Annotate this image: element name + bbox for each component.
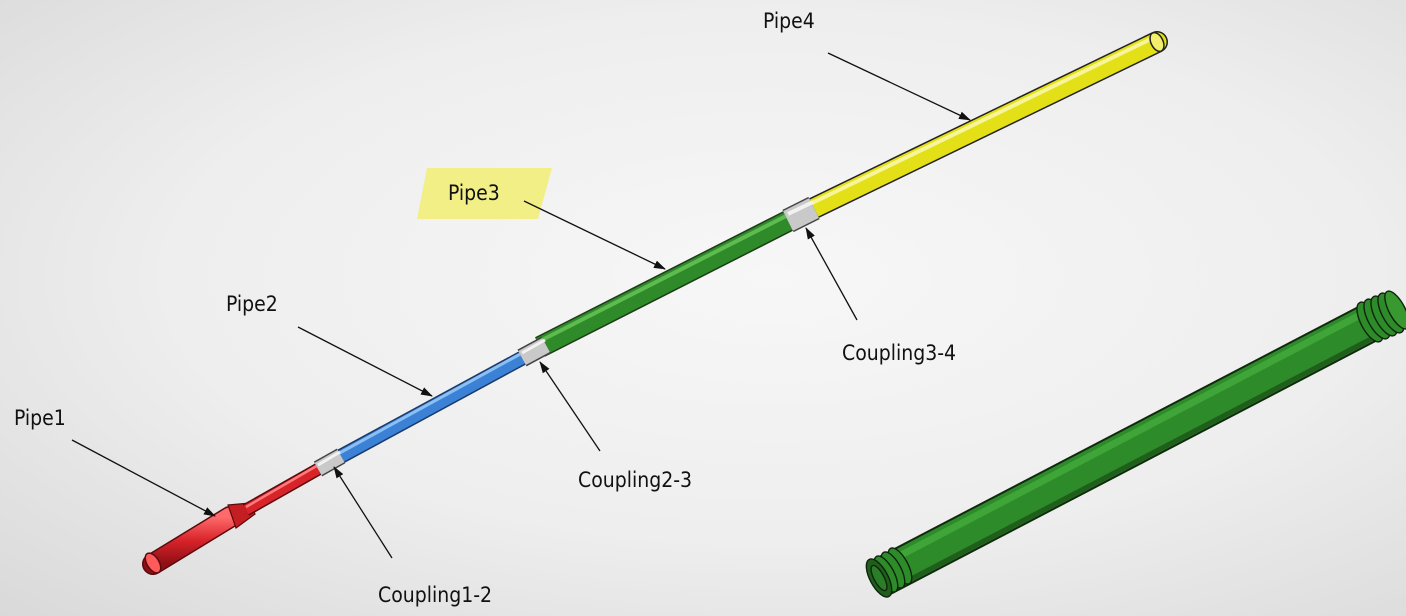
pipe3-label-highlight bbox=[417, 168, 552, 219]
pipe3-body bbox=[535, 208, 799, 357]
detail-pipe bbox=[865, 290, 1406, 598]
pipe1-body bbox=[142, 461, 326, 575]
coupling3-4-body bbox=[782, 196, 820, 233]
pipe1-label: Pipe1 bbox=[14, 406, 66, 430]
detail-pipe-threads-bottom bbox=[865, 547, 913, 598]
coupling1-2-leader bbox=[333, 466, 393, 559]
leader-lines bbox=[71, 52, 971, 559]
coupling3-4-label: Coupling3-4 bbox=[842, 341, 956, 365]
pipe4-label: Pipe4 bbox=[763, 9, 815, 33]
coupling2-3-label: Coupling2-3 bbox=[578, 468, 692, 492]
coupling2-3-body bbox=[517, 336, 551, 367]
coupling2-3-leader bbox=[539, 361, 601, 452]
pipe-string bbox=[142, 31, 1168, 575]
pipe1-leader bbox=[71, 439, 216, 517]
coupling1-2-label: Coupling1-2 bbox=[378, 583, 492, 607]
pipe3-leader bbox=[523, 200, 666, 270]
detail-pipe-threads-top bbox=[1356, 290, 1406, 343]
pipe4-body bbox=[797, 31, 1168, 222]
pipe2-body bbox=[332, 349, 530, 466]
pipe3-label: Pipe3 bbox=[448, 181, 500, 205]
coupling3-4-leader bbox=[805, 227, 858, 321]
pipe2-label: Pipe2 bbox=[226, 292, 278, 316]
pipe4-leader bbox=[827, 52, 971, 121]
pipe2-leader bbox=[297, 326, 433, 397]
coupling1-2-body bbox=[313, 448, 346, 477]
